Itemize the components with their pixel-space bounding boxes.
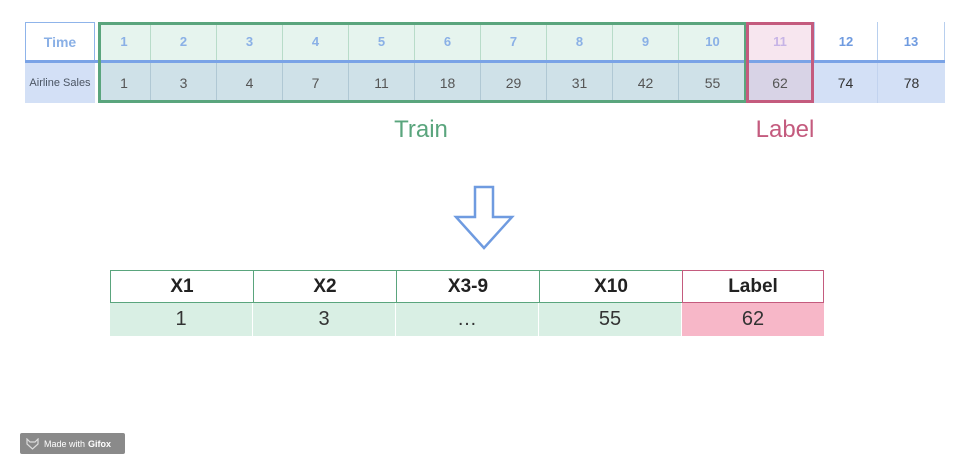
feature-value: 3 [253, 303, 396, 336]
sales-cell: 74 [814, 63, 878, 103]
sales-cell: 55 [679, 63, 746, 103]
time-cell: 5 [349, 22, 415, 60]
time-cell: 1 [98, 22, 151, 60]
sales-cell: 11 [349, 63, 415, 103]
feature-header: X3-9 [396, 270, 539, 303]
sales-cell: 42 [613, 63, 679, 103]
time-cell: 13 [878, 22, 945, 60]
time-cell: 8 [547, 22, 613, 60]
time-cell: 7 [481, 22, 547, 60]
sales-cell: 1 [98, 63, 151, 103]
label-value: 62 [682, 303, 824, 336]
sales-cell: 31 [547, 63, 613, 103]
watermark-brand: Gifox [88, 438, 112, 449]
watermark-prefix: Made with [44, 438, 86, 449]
feature-value: 55 [539, 303, 682, 336]
train-annotation: Train [394, 116, 448, 143]
feature-header: X1 [110, 270, 253, 303]
label-header: Label [682, 270, 824, 303]
sales-cell: 7 [283, 63, 349, 103]
feature-value: 1 [110, 303, 253, 336]
time-cell: 2 [151, 22, 217, 60]
feature-header: X10 [539, 270, 682, 303]
sales-cell-label: 62 [746, 63, 814, 103]
gifox-watermark: Made with Gifox [20, 433, 125, 454]
sales-cell: 18 [415, 63, 481, 103]
sales-cell: 3 [151, 63, 217, 103]
time-cell: 3 [217, 22, 283, 60]
airline-sales-header: Airline Sales [25, 63, 95, 103]
time-cell: 6 [415, 22, 481, 60]
time-cell: 12 [814, 22, 878, 60]
time-cell: 10 [679, 22, 746, 60]
time-cell: 9 [613, 22, 679, 60]
feature-value: … [396, 303, 539, 336]
time-cell-label: 11 [746, 22, 814, 60]
fox-icon [26, 437, 39, 450]
sales-cell: 78 [878, 63, 945, 103]
time-cell: 4 [283, 22, 349, 60]
time-header: Time [25, 22, 95, 60]
header-divider [25, 60, 945, 63]
feature-header: X2 [253, 270, 396, 303]
sales-cell: 29 [481, 63, 547, 103]
sales-cell: 4 [217, 63, 283, 103]
label-annotation: Label [755, 116, 815, 143]
down-arrow-icon [453, 185, 515, 250]
